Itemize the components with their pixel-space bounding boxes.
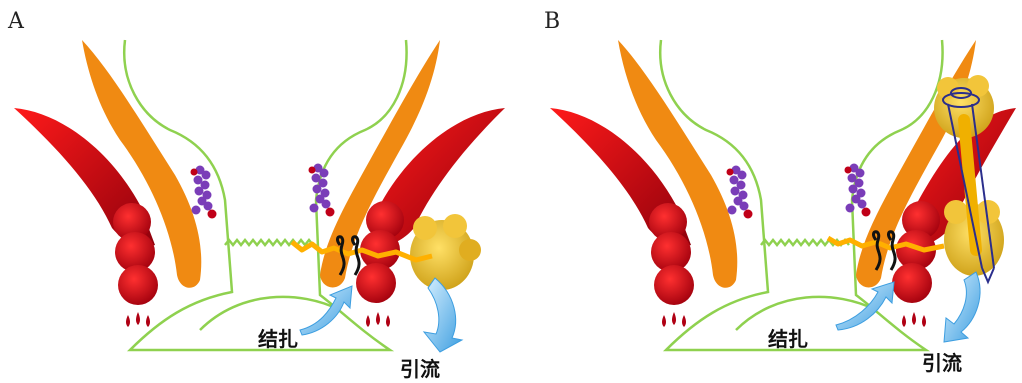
ligation-label: 结扎 [258, 327, 298, 351]
sphincter-ball [118, 265, 158, 305]
panel-a: A [7, 9, 505, 381]
drainage-label: 引流 [400, 357, 440, 381]
blood-drops [662, 312, 686, 327]
drainage-arrow [944, 272, 980, 342]
drainage-label: 引流 [922, 351, 962, 375]
sphincter-ball [356, 263, 396, 303]
drainage-arrow [424, 278, 462, 352]
blood-drops [126, 312, 150, 327]
blood-drops [902, 312, 926, 327]
panel-letter-a: A [7, 9, 25, 34]
ligation-arrow [300, 286, 352, 335]
sphincter-ball [654, 265, 694, 305]
anal-gland-left [191, 166, 217, 219]
ligation-label: 结扎 [768, 327, 808, 351]
panel-letter-b: B [544, 9, 560, 34]
anal-gland-left [727, 166, 753, 219]
sphincter-ball [892, 263, 932, 303]
blood-drops [366, 312, 390, 327]
panel-b: B [544, 9, 1016, 375]
dentate-zigzag [225, 240, 313, 245]
anal-gland-right [309, 164, 335, 217]
abscess [410, 214, 481, 290]
anal-gland-right [845, 164, 871, 217]
